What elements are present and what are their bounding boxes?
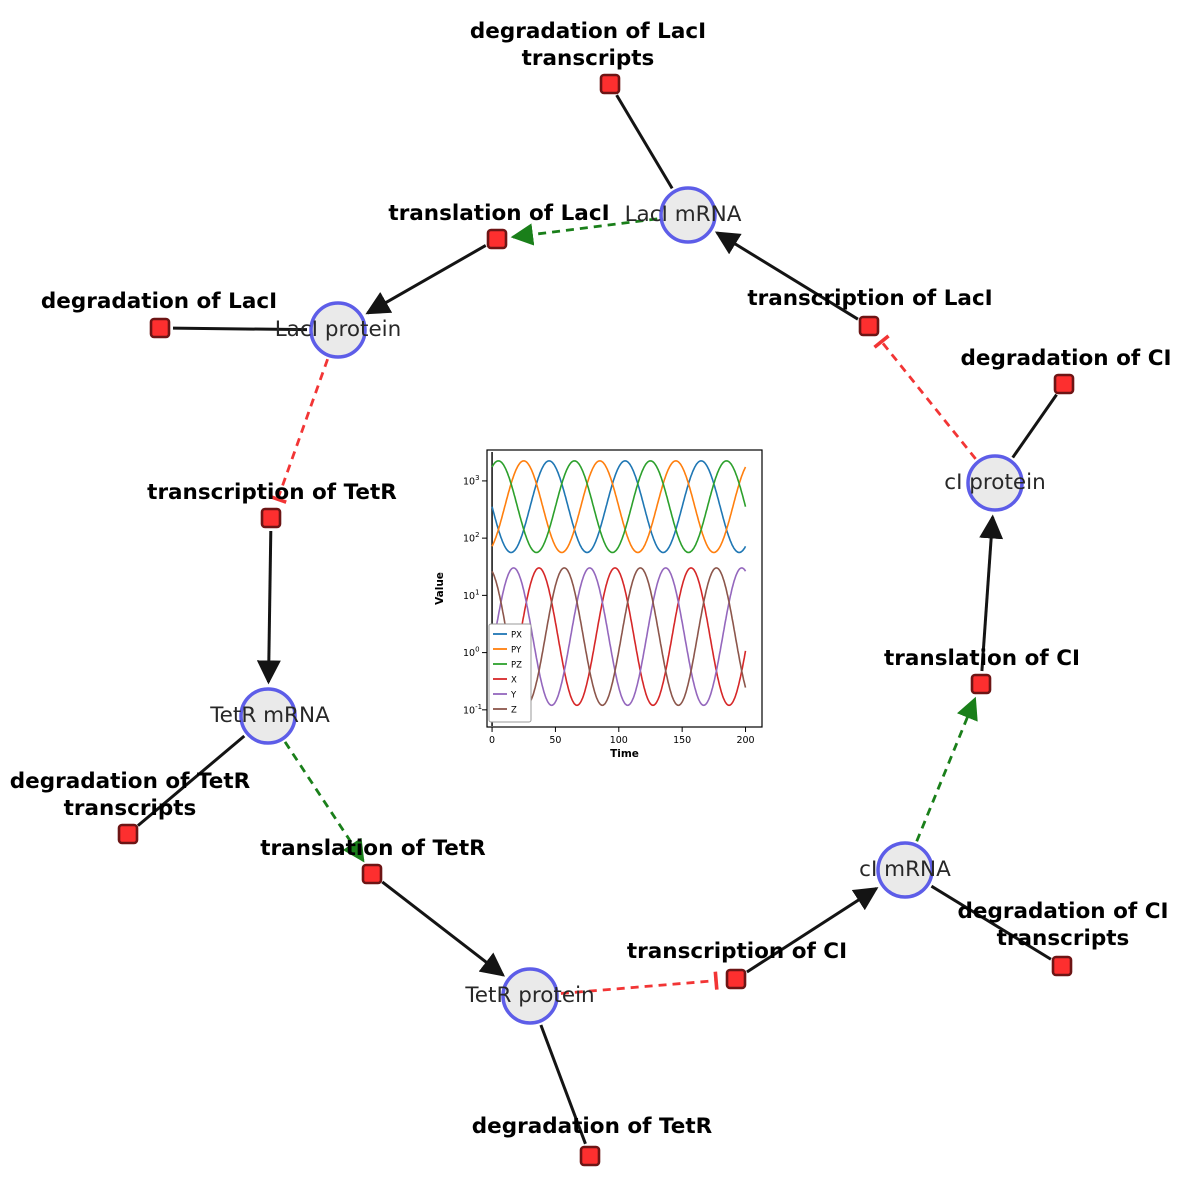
- edge-consume-sp_cI_mRNA-r_deg_cI_tx: [930, 884, 1052, 961]
- species-node-sp_cI_mRNA[interactable]: [876, 841, 934, 899]
- y-tick-label: 102: [463, 531, 480, 545]
- edge-produce-r_tc_tetR-sp_tetR_mRNA: [256, 530, 281, 685]
- chart-curve-Y: [491, 567, 747, 707]
- reaction-node-r_deg_tetR_tx[interactable]: [117, 823, 139, 845]
- edge-consume-sp_cI_protein-r_deg_cI: [1011, 393, 1058, 459]
- edge-modifier-sp_tetR_mRNA-r_tl_tetR: [283, 741, 365, 863]
- y-tick-label: 103: [463, 474, 480, 488]
- reaction-label-r_tl_tetR: translation of TetR: [260, 836, 486, 861]
- y-tick-label: 101: [463, 588, 480, 602]
- inhibition-tbar-icon: [268, 494, 287, 504]
- reaction-node-r_tc_cI[interactable]: [725, 968, 747, 990]
- legend-label-PX: PX: [511, 631, 522, 641]
- species-node-sp_lacI_protein[interactable]: [309, 301, 367, 359]
- inhibition-tbar-icon: [873, 334, 890, 349]
- species-label-sp_tetR_mRNA: TetR mRNA: [209, 703, 330, 728]
- reaction-label-r_deg_lacI: degradation of LacI: [41, 289, 277, 314]
- edge-produce-r_tc_cI-sp_cI_mRNA: [746, 887, 879, 974]
- inhibition-tbar-icon: [713, 971, 719, 990]
- species-node-sp_tetR_protein[interactable]: [501, 967, 559, 1025]
- reaction-label-r_deg_lacI_tx-line1: degradation of LacI: [470, 19, 706, 44]
- reaction-label-r_deg_lacI_tx-line2: transcripts: [522, 46, 655, 71]
- edge-inhibit-sp_cI_protein-r_tc_lacI: [880, 340, 977, 460]
- reaction-label-r_tl_lacI: translation of LacI: [388, 201, 609, 226]
- reaction-node-r_deg_cI[interactable]: [1053, 373, 1075, 395]
- species-label-sp_cI_protein: cI protein: [944, 470, 1045, 495]
- edge-produce-r_tl_lacI-sp_lacI_protein: [365, 244, 487, 315]
- y-tick-label: 10-1: [463, 703, 482, 717]
- edge-consume-sp_lacI_protein-r_deg_lacI: [172, 326, 308, 332]
- reaction-node-r_tl_cI[interactable]: [970, 673, 992, 695]
- legend-box: [488, 623, 532, 723]
- reaction-node-r_tc_tetR[interactable]: [260, 507, 282, 529]
- reaction-node-r_deg_lacI_tx[interactable]: [599, 73, 621, 95]
- legend-label-PY: PY: [511, 646, 522, 656]
- species-label-sp_cI_mRNA: cI mRNA: [859, 857, 951, 882]
- x-tick-label: 0: [489, 735, 495, 746]
- species-label-sp_tetR_protein: TetR protein: [464, 983, 594, 1008]
- edge-modifier-sp_lacI_mRNA-r_tl_lacI: [510, 217, 658, 246]
- x-tick-label: 200: [736, 735, 754, 746]
- reaction-label-r_deg_cI_tx-line2: transcripts: [997, 926, 1130, 951]
- reaction-label-r_deg_cI: degradation of CI: [961, 346, 1172, 371]
- reaction-label-r_tc_tetR: transcription of TetR: [147, 480, 397, 505]
- reaction-node-r_tl_tetR[interactable]: [361, 863, 383, 885]
- reaction-label-r_deg_tetR: degradation of TetR: [472, 1114, 713, 1139]
- x-tick-label: 150: [673, 735, 691, 746]
- reaction-label-r_tl_cI: translation of CI: [884, 646, 1080, 671]
- species-node-sp_tetR_mRNA[interactable]: [239, 687, 297, 745]
- legend-label-Z: Z: [511, 706, 517, 716]
- chart-curve-Z: [491, 567, 747, 707]
- reaction-label-r_deg_cI_tx-line1: degradation of CI: [958, 899, 1169, 924]
- edge-inhibit-sp_lacI_protein-r_tc_tetR: [276, 358, 329, 500]
- chart-curve-PX: [491, 460, 747, 554]
- x-axis-title: Time: [610, 748, 639, 760]
- legend-label-PZ: PZ: [511, 661, 522, 671]
- reaction-node-r_tl_lacI[interactable]: [486, 228, 508, 250]
- chart-frame: [486, 449, 763, 728]
- edge-produce-r_tl_cI-sp_cI_protein: [979, 514, 1004, 672]
- reaction-label-r_deg_tetR_tx-line2: transcripts: [64, 796, 197, 821]
- x-tick-label: 50: [549, 735, 561, 746]
- edge-modifier-sp_cI_mRNA-r_tl_cI: [915, 696, 978, 842]
- legend-label-Y: Y: [510, 691, 517, 701]
- species-label-sp_lacI_protein: LacI protein: [275, 317, 402, 342]
- reaction-node-r_deg_lacI[interactable]: [149, 317, 171, 339]
- edge-produce-r_tc_lacI-sp_lacI_mRNA: [714, 231, 859, 321]
- reaction-label-r_tc_lacI: transcription of LacI: [747, 286, 992, 311]
- y-tick-label: 100: [463, 646, 480, 660]
- reaction-node-r_deg_tetR[interactable]: [579, 1145, 601, 1167]
- y-axis-title: Value: [434, 572, 446, 605]
- edge-consume-sp_tetR_mRNA-r_deg_tetR_tx: [136, 734, 246, 827]
- species-node-sp_lacI_mRNA[interactable]: [659, 186, 717, 244]
- edge-inhibit-sp_tetR_protein-r_tc_cI: [560, 979, 717, 995]
- reaction-label-r_deg_tetR_tx-line1: degradation of TetR: [10, 769, 251, 794]
- chart-curve-PY: [491, 460, 747, 554]
- x-tick-label: 100: [610, 735, 628, 746]
- legend-label-X: X: [511, 676, 517, 686]
- species-label-sp_lacI_mRNA: LacI mRNA: [625, 202, 742, 227]
- reaction-node-r_tc_lacI[interactable]: [858, 315, 880, 337]
- reaction-node-r_deg_cI_tx[interactable]: [1051, 955, 1073, 977]
- edge-produce-r_tl_tetR-sp_tetR_protein: [381, 880, 505, 977]
- edge-consume-sp_lacI_mRNA-r_deg_lacI_tx: [615, 94, 674, 190]
- edge-consume-sp_tetR_protein-r_deg_tetR: [539, 1024, 587, 1145]
- reaction-label-r_tc_cI: transcription of CI: [627, 939, 847, 964]
- chart-curve-PZ: [491, 460, 747, 554]
- species-node-sp_cI_protein[interactable]: [966, 454, 1024, 512]
